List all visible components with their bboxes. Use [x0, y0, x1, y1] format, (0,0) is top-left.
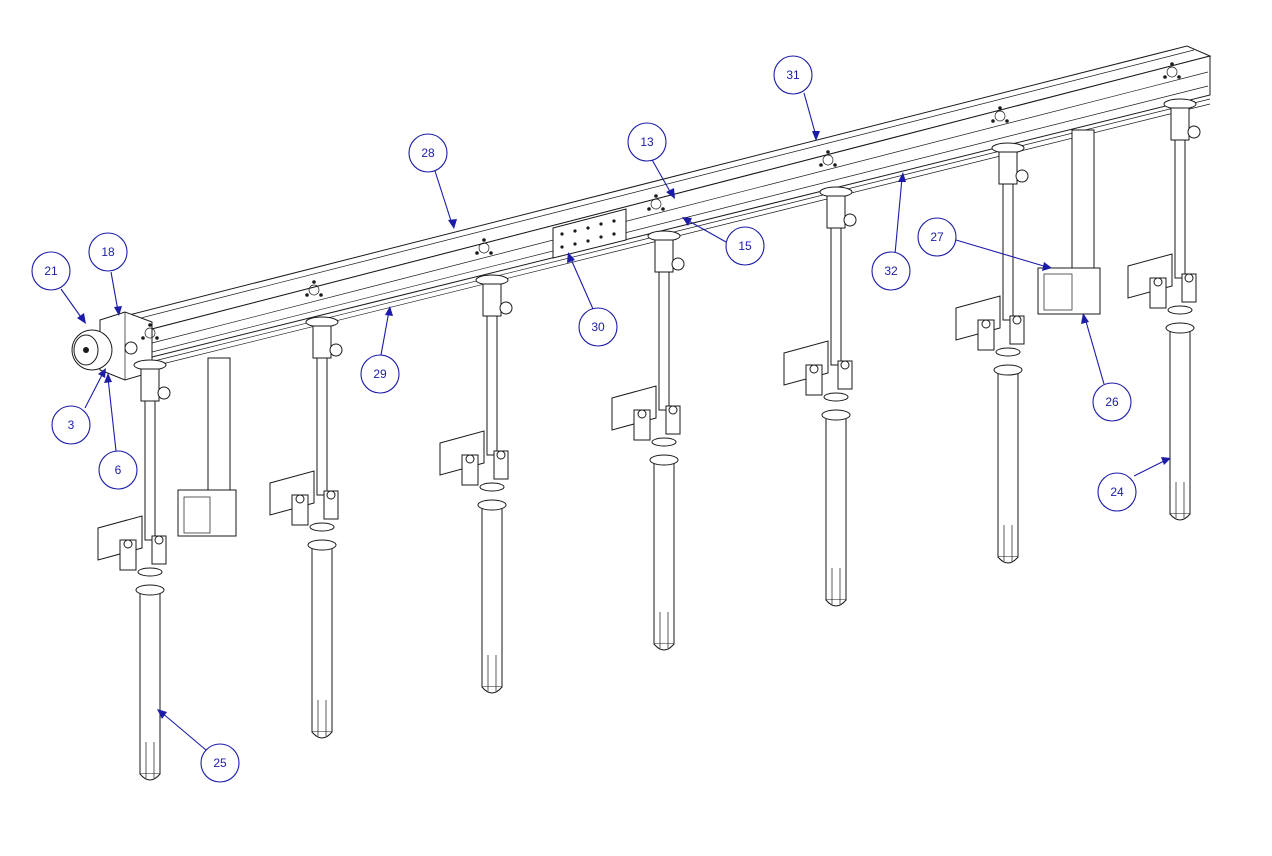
balloon-28: 28 [408, 133, 448, 173]
drive-motor [71, 329, 113, 371]
balloon-label: 32 [884, 264, 898, 278]
balloon-15: 15 [725, 226, 765, 266]
balloon-label: 26 [1105, 395, 1119, 409]
lift-column [269, 280, 343, 739]
balloon-21: 21 [31, 251, 71, 291]
lift-column [955, 106, 1029, 564]
balloon-label: 31 [786, 68, 800, 82]
balloon-label: 25 [213, 756, 227, 770]
balloon-label: 21 [44, 264, 58, 278]
balloon-29: 29 [360, 354, 400, 394]
lift-column [439, 238, 513, 694]
lift-columns [97, 62, 1201, 781]
beam-rail [149, 98, 1211, 368]
balloon-label: 29 [373, 367, 387, 381]
lift-column [783, 150, 857, 607]
balloon-label: 27 [930, 230, 944, 244]
balloon-25: 25 [200, 743, 240, 783]
lift-column [611, 194, 685, 651]
balloon-32: 32 [871, 251, 911, 291]
splice-plate [552, 208, 627, 259]
balloon-30: 30 [578, 307, 618, 347]
balloon-13: 13 [627, 122, 667, 162]
balloon-label: 13 [640, 135, 654, 149]
balloon-31: 31 [773, 55, 813, 95]
balloon-24: 24 [1097, 472, 1137, 512]
balloon-label: 18 [101, 245, 115, 259]
leader-lines [60, 92, 1171, 751]
balloon-label: 15 [738, 239, 752, 253]
balloon-18: 18 [88, 232, 128, 272]
balloon-26: 26 [1092, 382, 1132, 422]
lift-column [97, 323, 171, 781]
balloon-label: 24 [1110, 485, 1124, 499]
balloon-3: 3 [51, 405, 91, 445]
balloon-6: 6 [98, 450, 138, 490]
guide-bracket-left [177, 357, 237, 537]
balloon-label: 6 [115, 463, 122, 477]
guide-bracket-right [1037, 129, 1101, 315]
balloon-label: 30 [591, 320, 605, 334]
lift-column [1127, 62, 1201, 521]
balloon-label: 3 [68, 418, 75, 432]
balloon-27: 27 [917, 217, 957, 257]
balloon-label: 28 [421, 146, 435, 160]
